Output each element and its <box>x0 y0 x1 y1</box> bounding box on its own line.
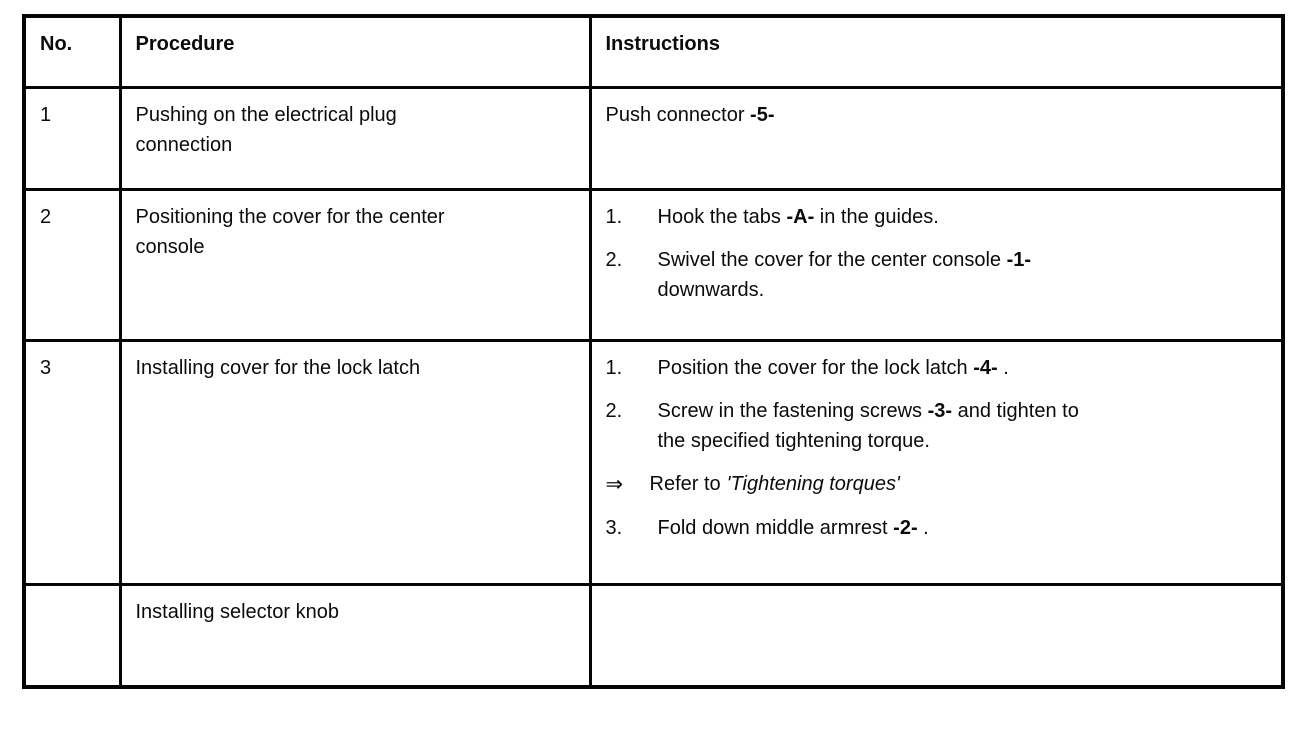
instruction-text: Position the cover for the lock latch -4… <box>657 356 1009 379</box>
table-row: Installing selector knob <box>22 582 1285 689</box>
instruction-text: Fold down middle armrest -2- . <box>657 517 929 539</box>
instruction-line: 3. Fold down middle armrest -2- . <box>606 513 1270 543</box>
list-marker: 2. <box>605 399 623 422</box>
cell-instructions: Push connector -5- <box>588 85 1285 191</box>
cell-no: 1 <box>22 85 122 191</box>
cell-procedure: Pushing on the electrical plug connectio… <box>118 85 592 191</box>
reference-arrow: ⇒ <box>605 472 624 496</box>
procedure-table: No. Procedure Instructions 1 Pushing on … <box>22 14 1285 689</box>
cell-instructions: 1. Hook the tabs -A- in the guides. 2. Swiv… <box>588 187 1285 342</box>
column-header-procedure: Procedure <box>118 14 592 89</box>
table-row: 1 Pushing on the electrical plug connect… <box>22 85 1285 191</box>
procedure-text: Installing cover for the lock latch <box>135 356 421 379</box>
procedure-text: Installing selector knob <box>135 600 339 623</box>
list-marker: 1. <box>605 205 623 228</box>
instruction-text: Swivel the cover for the center console … <box>657 248 1032 301</box>
cell-instructions: 1. Position the cover for the lock latch … <box>588 338 1285 586</box>
instruction-text: Screw in the fastening screws -3- and ti… <box>657 399 1079 452</box>
list-marker: 3. <box>605 517 623 539</box>
table-header-row: No. Procedure Instructions <box>22 14 1285 89</box>
table-row: 2 Positioning the cover for the center c… <box>22 187 1285 342</box>
cell-no: 3 <box>22 338 122 586</box>
instruction-line: Push connector -5- <box>606 100 1270 130</box>
procedure-text: Pushing on the electrical plug connectio… <box>135 103 397 156</box>
instruction-line: ⇒ Refer to'Tightening torques' <box>606 469 1270 501</box>
instruction-text: Hook the tabs -A- in the guides. <box>657 205 939 228</box>
cell-procedure: Installing selector knob <box>118 582 592 689</box>
list-marker: 1. <box>605 356 623 379</box>
cell-procedure: Positioning the cover for the center con… <box>118 187 592 342</box>
column-header-instructions: Instructions <box>588 14 1285 89</box>
instruction-text: Refer to'Tightening torques' <box>649 472 900 495</box>
instruction-line: 2. Swivel the cover for the center consol… <box>606 245 1270 305</box>
cell-no <box>22 582 122 689</box>
instruction-line: 2. Screw in the fastening screws -3- and … <box>606 396 1270 456</box>
procedure-text: Positioning the cover for the center con… <box>135 205 445 258</box>
instruction-line: 1. Position the cover for the lock latch … <box>606 353 1270 383</box>
table-row: 3 Installing cover for the lock latch 1.… <box>22 338 1285 586</box>
cell-procedure: Installing cover for the lock latch <box>118 338 592 586</box>
cell-instructions <box>588 582 1285 689</box>
instruction-line: 1. Hook the tabs -A- in the guides. <box>606 202 1270 232</box>
cell-no: 2 <box>22 187 122 342</box>
list-marker: 2. <box>605 248 623 271</box>
instruction-text: Push connector -5- <box>605 103 775 126</box>
column-header-no: No. <box>22 14 122 89</box>
